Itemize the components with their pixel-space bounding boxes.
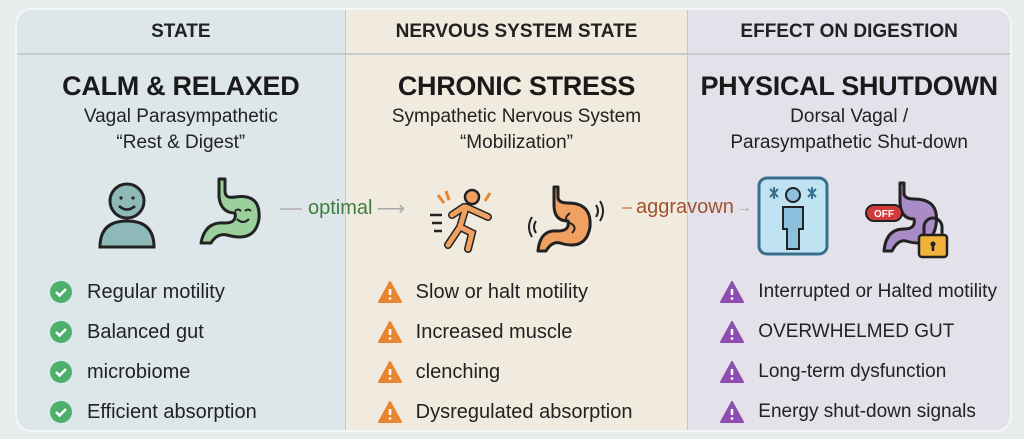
- list-item: clenching: [377, 352, 682, 392]
- check-circle-icon: [50, 401, 72, 423]
- arrow-right-icon: →: [735, 198, 752, 216]
- list-item: Increased muscle: [377, 312, 682, 352]
- smiling-person-icon: [98, 182, 156, 249]
- subtitle-line: “Rest & Digest”: [116, 132, 246, 153]
- running-stressed-person-icon: [429, 188, 492, 253]
- list-item: Balanced gut: [49, 312, 339, 352]
- subtitle-line: Dorsal Vagal /: [790, 106, 909, 127]
- arrow-optimal: optimal⟶: [280, 196, 405, 221]
- bullet-text: Long-term dysfunction: [758, 361, 947, 382]
- check-circle-icon: [50, 361, 72, 383]
- arrow-right-icon: ⟶: [376, 198, 406, 220]
- column-calm: STATE CALM & RELAXED Vagal Parasympathet…: [17, 10, 345, 430]
- locked-stomach-icon: OFF: [865, 181, 949, 259]
- bullet-text: Dysregulated absorption: [415, 400, 633, 423]
- column-stress: NERVOUS SYSTEM STATE CHRONIC STRESS Symp…: [344, 10, 688, 430]
- warning-triangle-icon: [720, 321, 745, 343]
- warning-triangle-icon: [720, 361, 745, 383]
- list-item: Efficient absorption: [49, 392, 339, 430]
- frozen-person-icon: [757, 176, 829, 256]
- list-item: Interrupted or Halted motility: [720, 272, 1004, 312]
- warning-triangle-icon: [720, 281, 745, 303]
- column-title: PHYSICAL SHUTDOWN: [700, 71, 998, 101]
- column-title: CHRONIC STRESS: [397, 71, 636, 101]
- column-header: STATE: [17, 10, 345, 55]
- bullet-text: Balanced gut: [87, 320, 204, 343]
- churning-stomach-icon: [527, 185, 604, 253]
- bullet-text: Regular motility: [87, 280, 225, 303]
- warning-triangle-icon: [720, 401, 745, 423]
- list-item: OVERWHELMED GUT: [720, 312, 1004, 352]
- bullet-text: Interrupted or Halted motility: [758, 281, 997, 302]
- list-item: Dysregulated absorption: [377, 392, 682, 430]
- subtitle-line: Parasympathetic Shut-down: [730, 132, 968, 153]
- check-circle-icon: [50, 321, 72, 343]
- off-badge: OFF: [874, 209, 894, 220]
- arrow-label: optimal: [308, 197, 373, 219]
- infographic-card: STATE CALM & RELAXED Vagal Parasympathet…: [15, 8, 1012, 432]
- list-item: Regular motility: [49, 272, 339, 312]
- warning-triangle-icon: [377, 401, 402, 423]
- warning-triangle-icon: [377, 321, 402, 343]
- warning-triangle-icon: [377, 361, 402, 383]
- bullet-text: Energy shut-down signals: [758, 401, 976, 422]
- column-title: CALM & RELAXED: [62, 71, 300, 101]
- subtitle-line: Vagal Parasympathetic: [83, 106, 278, 127]
- list-item: Energy shut-down signals: [720, 392, 1004, 430]
- bullet-text: Slow or halt motility: [415, 280, 588, 303]
- bullet-text: OVERWHELMED GUT: [758, 321, 955, 342]
- bullet-text: Increased muscle: [415, 320, 573, 343]
- subtitle-line: “Mobilization”: [459, 132, 573, 153]
- column-shutdown: EFFECT ON DIGESTION PHYSICAL SHUTDOWN Do…: [687, 10, 1010, 430]
- arrow-label: aggravown: [636, 196, 734, 218]
- column-header: NERVOUS SYSTEM STATE: [345, 10, 688, 55]
- list-item: Long-term dysfunction: [720, 352, 1004, 392]
- column-header: EFFECT ON DIGESTION: [688, 10, 1010, 55]
- warning-triangle-icon: [377, 281, 402, 303]
- happy-stomach-icon: [199, 177, 261, 245]
- bullet-text: microbiome: [87, 360, 191, 383]
- subtitle-line: Sympathetic Nervous System: [391, 106, 642, 127]
- list-item: microbiome: [49, 352, 339, 392]
- arrow-aggravate: aggravown→: [622, 196, 752, 219]
- list-item: Slow or halt motility: [377, 272, 682, 312]
- bullet-text: Efficient absorption: [87, 400, 257, 423]
- bullet-text: clenching: [415, 360, 501, 383]
- check-circle-icon: [50, 281, 72, 303]
